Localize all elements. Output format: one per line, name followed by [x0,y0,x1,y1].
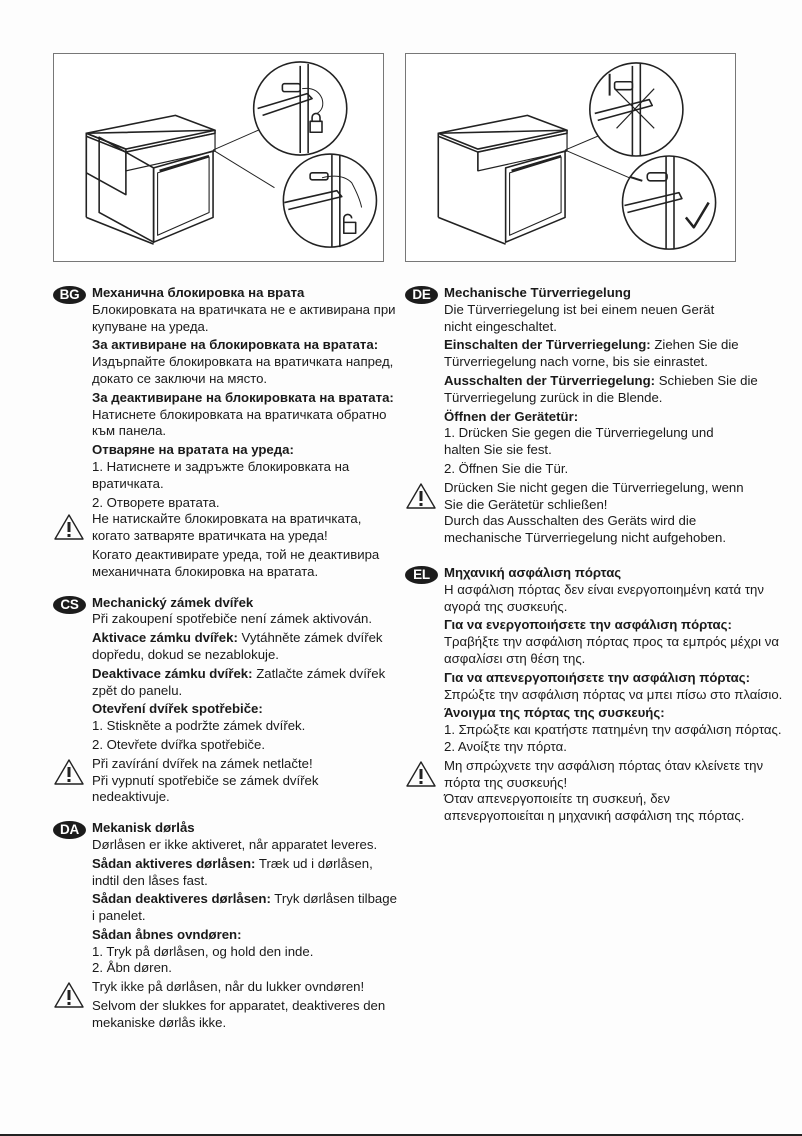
deactivate-label: Deaktivace zámku dvířek: [92,665,253,681]
activate-text: Издърпайте блокировката на вратичката на… [92,354,394,386]
section-de: DE Mechanische Türverriegelung Die Türve… [405,285,790,547]
step-1: 1. Σπρώξτε και κρατήστε πατημένη την ασφ… [444,722,782,738]
activate-text: Ziehen Sie die Türverriegelung nach vorn… [444,337,739,370]
warning-block: Při zavírání dvířek na zámek netlačte! P… [54,755,398,806]
note-text: Όταν απενεργοποιείτε τη συσκευή, δεν απε… [444,791,745,824]
language-badge-da: DA [53,821,86,840]
page-bottom-rule [0,1134,802,1136]
step-2: 2. Ανοίξτε την πόρτα. [444,738,567,754]
activate-text: Vytáhněte zámek dvířek dopředu, dokud se… [92,630,383,662]
warning-triangle-icon [54,982,84,1008]
deactivate-label: Για να απενεργοποιήσετε την ασφάλιση πόρ… [444,669,751,685]
warning-block: Drücken Sie nicht gegen die Türverriegel… [406,479,790,547]
section-el: EL Μηχανική ασφάλιση πόρτας Η ασφάλιση π… [405,565,790,825]
section-title: Mekanisk dørlås [92,820,195,836]
activate-label: За активиране на блокировката на вратата… [92,337,379,353]
deactivate-label: Sådan deaktiveres dørlåsen: [92,891,271,907]
warning-triangle-icon [406,483,436,509]
figure-lock-activation [53,53,384,262]
activate-label: Sådan aktiveres dørlåsen: [92,855,256,871]
language-badge-cs: CS [53,595,86,614]
intro-text: Η ασφάλιση πόρτας δεν είναι ενεργοποιημέ… [444,581,764,614]
intro-text: Dørlåsen er ikke aktiveret, når apparate… [92,836,378,852]
deactivate-text: Tryk dørlåsen tilbage i panelet. [92,891,397,924]
oven-door-illustration [437,62,717,250]
language-badge-el: EL [405,565,438,584]
note-text: Durch das Ausschalten des Geräts wird di… [444,513,727,546]
oven-lock-illustration [85,61,378,248]
warning-triangle-icon [406,761,436,787]
section-title: Mechanische Türverriegelung [444,285,631,300]
deactivate-label: Ausschalten der Türverriegelung: [444,372,656,388]
activate-label: Einschalten der Türverriegelung: [444,337,651,353]
activate-text: Træk ud i dørlåsen, indtil den låses fas… [92,855,373,888]
open-label: Отваряне на вратата на уреда: [92,442,294,458]
step-1: 1. Натиснете и задръжте блокировката на … [92,458,350,491]
section-title: Mechanický zámek dvířek [92,594,254,610]
warning-text: Не натискайте блокировката на вратичката… [92,511,362,544]
section-bg: BG Механична блокировка на врата Блокиро… [53,285,398,581]
deactivate-text: Zatlačte zámek dvířek zpět do panelu. [92,665,386,698]
step-1: 1. Tryk på dørlåsen, og hold den inde. [92,943,314,959]
note-text: Při vypnutí spotřebiče se zámek dvířek n… [92,772,319,805]
warning-triangle-icon [54,759,84,785]
section-title: Μηχανική ασφάλιση πόρτας [444,564,622,580]
warning-triangle-icon [54,514,84,541]
activate-label: Aktivace zámku dvířek: [92,630,238,646]
open-label: Otevření dvířek spotřebiče: [92,701,263,717]
step-1: 1. Drücken Sie gegen die Türverriegelung… [444,425,714,458]
deactivate-label: За деактивиране на блокировката на врата… [92,389,394,405]
activate-text: Τραβήξτε την ασφάλιση πόρτας προς τα εμπ… [444,634,779,666]
open-label: Öffnen der Gerätetür: [444,408,579,424]
step-2: 2. Öffnen Sie die Tür. [444,460,569,476]
open-label: Sådan åbnes ovndøren: [92,926,242,942]
warning-text: Při zavírání dvířek na zámek netlačte! [92,755,313,771]
section-da: DA Mekanisk dørlås Dørlåsen er ikke akti… [53,820,398,1032]
warning-block: Не натискайте блокировката на вратичката… [54,511,398,580]
warning-text: Drücken Sie nicht gegen die Türverriegel… [444,479,744,512]
step-1: 1. Stiskněte a podržte zámek dvířek. [92,718,306,734]
figure-lock-usage [405,53,736,262]
intro-text: Při zakoupení spotřebiče není zámek akti… [92,611,373,627]
step-2: 2. Åbn døren. [92,960,172,976]
open-label: Άνοιγμα της πόρτας της συσκευής: [444,705,665,721]
note-text: Когато деактивирате уреда, той не деакти… [92,546,380,579]
right-column: DE Mechanische Türverriegelung Die Türve… [405,285,790,839]
step-2: 2. Otevřete dvířka spotřebiče. [92,736,265,752]
section-title: Механична блокировка на врата [92,285,305,300]
warning-block: Tryk ikke på dørlåsen, når du lukker ovn… [54,979,398,1031]
deactivate-text: Σπρώξτε την ασφάλιση πόρτας να μπει πίσω… [444,686,783,702]
language-badge-de: DE [405,286,438,304]
deactivate-text: Натиснете блокировката на вратичката обр… [92,406,387,439]
warning-block: Μη σπρώχνετε την ασφάλιση πόρτας όταν κλ… [406,757,790,825]
left-column: BG Механична блокировка на врата Блокиро… [53,285,398,1046]
intro-text: Блокировката на вратичката не е активира… [92,301,396,334]
intro-text: Die Türverriegelung ist bei einem neuen … [444,301,715,334]
warning-text: Tryk ikke på dørlåsen, når du lukker ovn… [92,979,365,995]
activate-label: Για να ενεργοποιήσετε την ασφάλιση πόρτα… [444,617,732,633]
warning-text: Μη σπρώχνετε την ασφάλιση πόρτας όταν κλ… [444,757,764,790]
deactivate-text: Schieben Sie die Türverriegelung zurück … [444,372,758,405]
language-badge-bg: BG [53,286,86,304]
section-cs: CS Mechanický zámek dvířek Při zakoupení… [53,595,398,807]
note-text: Selvom der slukkes for apparatet, deakti… [92,998,386,1030]
step-2: 2. Отворете вратата. [92,494,220,510]
